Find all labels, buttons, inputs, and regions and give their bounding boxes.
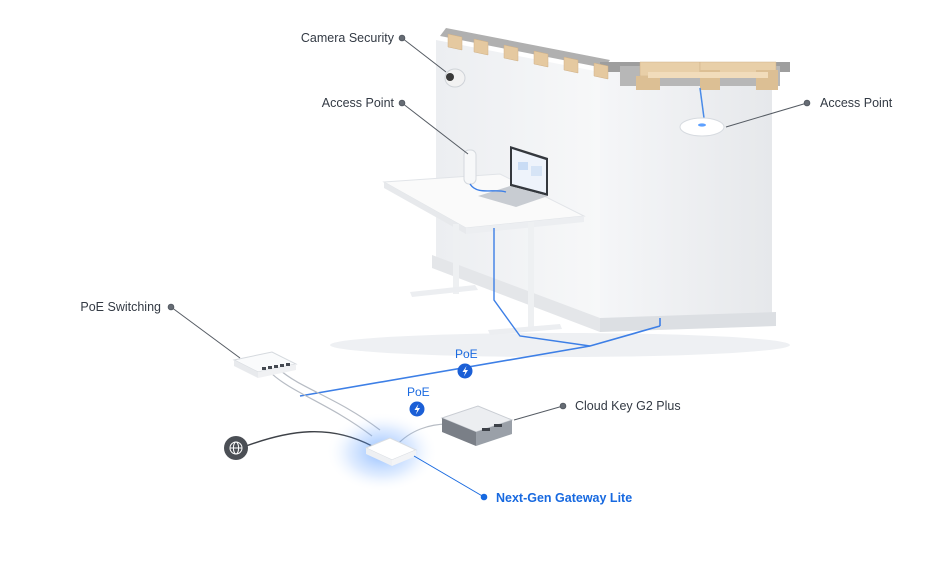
label-poe-switching: PoE Switching	[80, 300, 161, 314]
label-access-point-desk: Access Point	[321, 96, 394, 110]
wall	[432, 28, 790, 332]
poe-badge-upper	[457, 363, 473, 379]
desk	[382, 173, 586, 335]
leader-dot-icon	[398, 99, 406, 107]
floor-shadow	[330, 333, 790, 357]
ceiling-access-point	[679, 87, 725, 137]
poe-label-lower: PoE	[407, 385, 430, 399]
cloud-key-device	[440, 405, 514, 446]
label-access-point-ceiling: Access Point	[820, 96, 893, 110]
leader-dot-icon	[803, 99, 811, 107]
gateway-leader	[413, 455, 488, 501]
leader-dot-icon	[480, 493, 488, 501]
leader-dot-icon	[559, 402, 567, 410]
label-camera-security: Camera Security	[300, 31, 394, 45]
gateway-device	[326, 412, 438, 492]
poe-label-upper: PoE	[455, 347, 478, 361]
leader-dot-icon	[167, 303, 175, 311]
leader-lines	[167, 34, 811, 421]
label-cloud-key: Cloud Key G2 Plus	[575, 399, 681, 413]
lightning-icon	[462, 366, 468, 377]
camera-device	[444, 68, 466, 88]
wood-studs	[447, 33, 609, 80]
lightning-icon	[414, 404, 420, 415]
globe-icon	[224, 436, 248, 460]
leader-dot-icon	[398, 34, 406, 42]
label-gateway: Next-Gen Gateway Lite	[496, 491, 633, 505]
poe-switch	[232, 351, 298, 378]
ceiling-joists	[620, 61, 780, 90]
poe-badge-lower	[409, 401, 425, 417]
desk-access-point	[463, 149, 477, 185]
